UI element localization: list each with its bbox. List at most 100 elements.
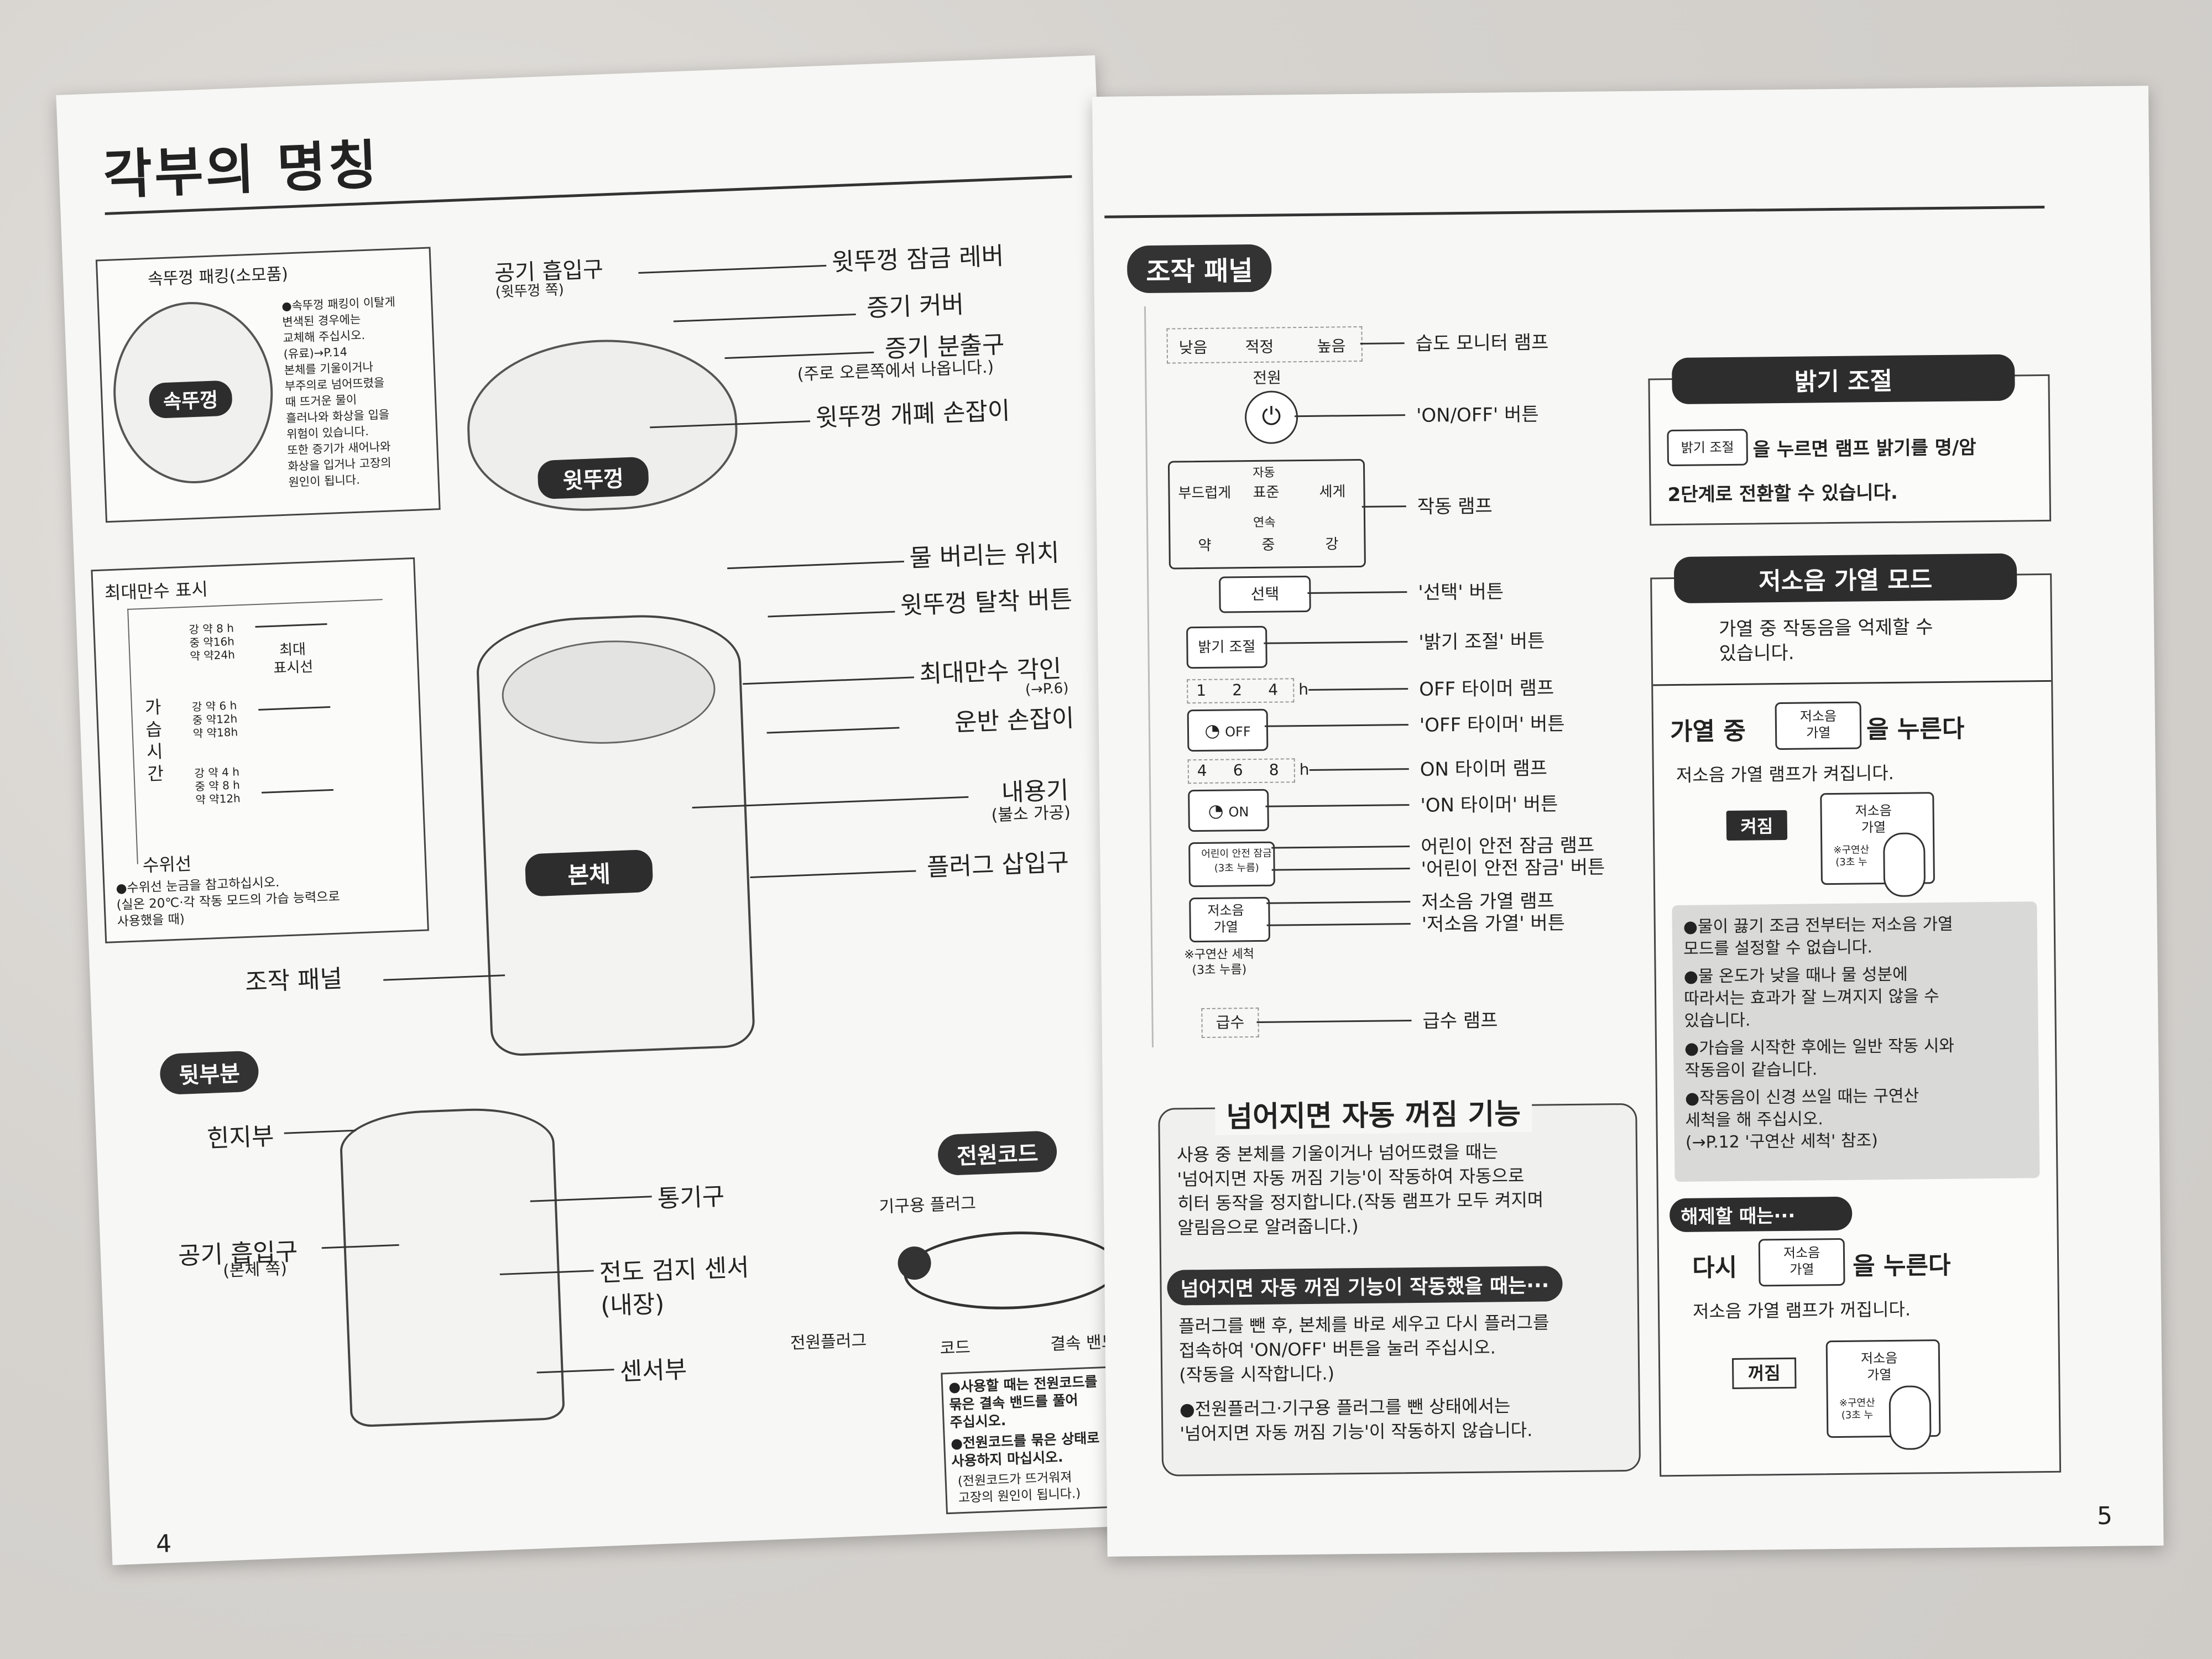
tip-over-body: 사용 중 본체를 기울이거나 넘어뜨렸을 때는 '넘어지면 자동 꺼짐 기능'이… — [1176, 1141, 1544, 1239]
vent-label: 통기구 — [656, 1182, 726, 1213]
air-inlet-back-sub: (본체 쪽) — [222, 1259, 288, 1281]
water-line-note: ●수위선 눈금을 참고하십시오. (실온 20℃·각 작동 모드의 가습 능력으… — [116, 875, 341, 930]
tip-over-sub-body: 플러그를 뺀 후, 본체를 바로 세우고 다시 플러그를 접속하여 'ON/OF… — [1178, 1312, 1550, 1386]
water-line-label: 수위선 — [142, 853, 192, 877]
level-frame — [127, 599, 393, 864]
quiet-intro: 가열 중 작동음을 억제할 수 있습니다. — [1718, 616, 1933, 665]
air-inlet-top-sub: (윗뚜껑 쪽) — [495, 281, 565, 301]
control-panel-label: 조작 패널 — [244, 964, 343, 997]
off-timer-button[interactable]: ◔ OFF — [1187, 708, 1269, 752]
hinge-label: 힌지부 — [206, 1122, 275, 1154]
leader-steam-cover — [673, 313, 856, 322]
lock-lever-label: 윗뚜껑 잠금 레버 — [831, 242, 1005, 277]
timer-clock-icon: ◔ — [1204, 719, 1220, 741]
quiet-key-illustration-on: 저소음 가열 ※구연산 (3초 누 — [1820, 792, 1935, 898]
cancel-prefix: 다시 — [1692, 1253, 1738, 1282]
pressing-finger-icon — [1883, 832, 1926, 898]
leader-plug-inlet — [750, 870, 916, 879]
tip-over-box: 넘어지면 자동 꺼짐 기능 사용 중 본체를 기울이거나 넘어뜨렸을 때는 '넘… — [1158, 1090, 1641, 1477]
back-drawing — [338, 1105, 565, 1428]
quiet-key[interactable]: 저소음 가열 — [1775, 701, 1862, 750]
cord-note-3: (전원코드가 뜨거워져 고장의 원인이 됩니다.) — [957, 1470, 1081, 1506]
lid-handle-label: 윗뚜껑 개폐 손잡이 — [815, 397, 1011, 432]
cancel-title: 해제할 때는··· — [1669, 1196, 1853, 1233]
power-label: 전원 — [1253, 368, 1282, 387]
quiet-step-prefix: 가열 중 — [1670, 717, 1746, 747]
steam-cover-label: 증기 커버 — [866, 290, 965, 323]
brightness-key[interactable]: 밝기 조절 — [1667, 429, 1749, 467]
cord-section-title: 전원코드 — [937, 1130, 1058, 1176]
top-lid-label: 윗뚜껑 — [537, 456, 649, 500]
steam-outlet-sub: (주로 오른쪽에서 나옵니다.) — [797, 357, 994, 385]
quiet-key-cancel[interactable]: 저소음 가열 — [1758, 1238, 1845, 1287]
quiet-step-suffix: 을 누른다 — [1866, 714, 1965, 744]
level-row-2: 강 약 6 h 중 약12h 약 약18h — [191, 698, 238, 740]
select-button[interactable]: 선택 — [1219, 575, 1311, 613]
quiet-mode-title: 저소음 가열 모드 — [1673, 553, 2017, 604]
inner-container-drawing — [500, 637, 717, 748]
quiet-note-3: ●가습을 시작한 후에는 일반 작동 시와 작동음이 같습니다. — [1684, 1036, 1955, 1081]
body-label: 본체 — [524, 849, 654, 897]
cord-note-2: ●전원코드를 묶은 상태로 사용하지 마십시오. — [950, 1430, 1100, 1469]
page-number-left: 4 — [155, 1530, 173, 1559]
citric-note: ※구연산 세척 (3초 누름) — [1184, 947, 1255, 978]
quiet-heat-button[interactable]: 저소음 가열 — [1189, 896, 1271, 943]
brightness-button[interactable]: 밝기 조절 — [1186, 625, 1267, 669]
quiet-notes-panel: ●물이 끓기 조금 전부터는 저소음 가열 모드를 설정할 수 없습니다. ●물… — [1672, 901, 2040, 1182]
sensor-sub: (내장) — [600, 1290, 665, 1321]
left-page: 각부의 명칭 속뚜껑 패킹(소모품) 속뚜껑 ●속뚜껑 패킹이 이탈게 변색된 … — [56, 55, 1152, 1566]
humidify-time-label: 가 습 시 간 — [144, 696, 164, 785]
max-line-label: 최대 표시선 — [273, 641, 314, 677]
leader-operation — [1361, 505, 1406, 508]
quiet-lamp-on: 저소음 가열 램프가 켜집니다. — [1676, 762, 1895, 786]
quiet-mode-box: 저소음 가열 모드 가열 중 작동음을 억제할 수 있습니다. 가열 중 저소음… — [1650, 553, 2062, 1477]
on-badge: 켜짐 — [1726, 810, 1788, 841]
page-number-right: 5 — [2096, 1501, 2113, 1531]
quiet-note-4: ●작동음이 신경 쓰일 때는 구연산 세척을 해 주십시오. (→P.12 '구… — [1684, 1086, 1919, 1152]
max-level-ref: (→P.6) — [1025, 680, 1069, 698]
select-button-label: '선택' 버튼 — [1418, 581, 1504, 604]
off-timer-lamp-label: OFF 타이머 램프 — [1419, 677, 1554, 701]
level-row-3: 강 약 4 h 중 약 8 h 약 약12h — [194, 765, 241, 807]
right-page: 조작 패널 낮음 적정 높음 습도 모니터 램프 전원 ⏻ 'ON/OFF' 버… — [1092, 85, 2164, 1557]
leader-hinge — [284, 1129, 356, 1134]
brightness-line1: 을 누르면 램프 밝기를 명/암 — [1752, 436, 1976, 461]
timer-clock-icon: ◔ — [1208, 800, 1224, 821]
plug-inlet-label: 플러그 삽입구 — [926, 848, 1070, 882]
water-discard-label: 물 버리는 위치 — [909, 539, 1060, 573]
level-row-1: 강 약 8 h 중 약16h 약 약24h — [189, 621, 236, 663]
brightness-box: 밝기 조절 밝기 조절 을 누르면 램프 밝기를 명/암 2단계로 전환할 수 … — [1648, 354, 2052, 526]
inner-lid-label: 속뚜껑 — [148, 380, 233, 419]
supply-lamp-label: 급수 램프 — [1422, 1009, 1498, 1032]
quiet-lamp-off: 저소음 가열 램프가 꺼집니다. — [1692, 1298, 1911, 1322]
quiet-note-1: ●물이 끓기 조금 전부터는 저소음 가열 모드를 설정할 수 없습니다. — [1683, 914, 1953, 959]
panel-title: 조작 패널 — [1126, 244, 1272, 294]
power-button[interactable]: ⏻ — [1244, 390, 1298, 445]
tip-over-sub-note: ●전원플러그·기구용 플러그를 뺀 상태에서는 '넘어지면 자동 꺼짐 기능'이… — [1179, 1395, 1533, 1444]
operation-lamp-label: 작동 램프 — [1417, 495, 1493, 518]
on-timer-lamp-label: ON 타이머 램프 — [1420, 757, 1548, 781]
inner-lid-inset: 속뚜껑 패킹(소모품) 속뚜껑 ●속뚜껑 패킹이 이탈게 변색된 경우에는 교체… — [95, 247, 441, 523]
child-lock-button[interactable]: 어린이 안전 잠금 (3초 누름) — [1188, 841, 1275, 888]
inner-container-label: 내용기 — [1001, 776, 1070, 807]
on-timer-button[interactable]: ◔ ON — [1188, 789, 1269, 832]
inner-container-sub: (불소 가공) — [990, 802, 1071, 826]
quiet-button-label: '저소음 가열' 버튼 — [1421, 912, 1566, 936]
supply-lamp: 급수 — [1201, 1007, 1259, 1039]
page-title: 각부의 명칭 — [102, 133, 380, 206]
quiet-key-illustration-off: 저소음 가열 ※구연산 (3초 누 — [1825, 1339, 1941, 1451]
off-timer-hours: 1 2 4 h — [1187, 678, 1308, 704]
carry-handle-label: 운반 손잡이 — [954, 704, 1075, 737]
tip-over-sub-title: 넘어지면 자동 꺼짐 기능이 작동했을 때는··· — [1167, 1266, 1563, 1306]
inner-lid-callout: 속뚜껑 패킹(소모품) — [147, 264, 289, 290]
leader-carry-handle — [766, 727, 900, 734]
humidity-lamp-label: 습도 모니터 램프 — [1415, 331, 1549, 355]
brightness-line2: 2단계로 전환할 수 있습니다. — [1667, 481, 1898, 507]
header-rule — [1104, 205, 2045, 218]
cord-note-1: ●사용할 때는 전원코드를 묶은 결속 밴드를 풀어 주십시오. — [948, 1373, 1098, 1431]
leader-max-level — [743, 676, 914, 685]
onoff-button-label: 'ON/OFF' 버튼 — [1416, 403, 1539, 427]
leader-humidity — [1360, 342, 1405, 345]
max-level-title: 최대만수 표시 — [104, 578, 208, 604]
appliance-plug-label: 기구용 플러그 — [879, 1193, 977, 1217]
